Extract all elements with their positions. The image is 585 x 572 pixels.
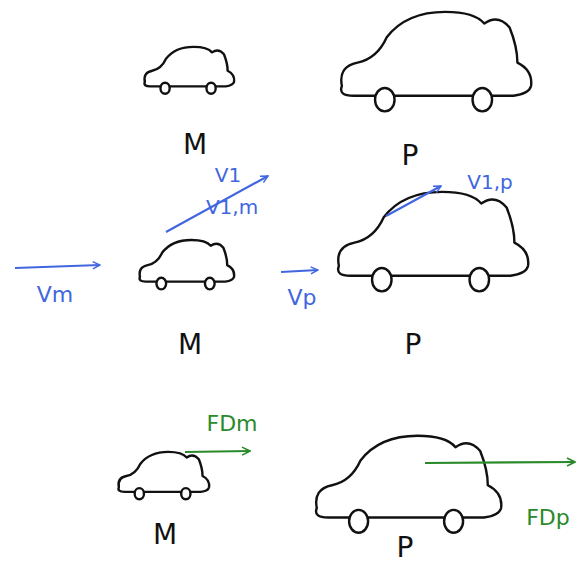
velocity-label: V1,p	[467, 172, 512, 192]
model-car	[144, 47, 234, 94]
model-label: M	[183, 131, 207, 159]
model-car	[118, 452, 209, 499]
force-label: FDp	[526, 507, 570, 529]
velocity-label: V1	[215, 165, 241, 185]
prototype-label: P	[397, 534, 414, 562]
prototype-label: P	[405, 331, 422, 359]
model-label: M	[153, 521, 177, 549]
velocity-arrow	[386, 186, 441, 216]
prototype-car	[338, 192, 528, 291]
drag-arrow	[425, 462, 575, 463]
prototype-car	[341, 12, 531, 111]
velocity-label: V1,m	[206, 197, 258, 217]
prototype-car	[316, 436, 501, 533]
model-label: M	[178, 331, 202, 359]
model-car	[140, 240, 235, 289]
force-label: FDm	[206, 413, 257, 435]
velocity-arrow	[281, 270, 318, 272]
velocity-arrow	[15, 265, 100, 268]
velocity-label: Vm	[37, 284, 73, 306]
velocity-label: Vp	[287, 287, 316, 309]
drag-arrow	[185, 451, 250, 452]
prototype-label: P	[402, 142, 419, 170]
